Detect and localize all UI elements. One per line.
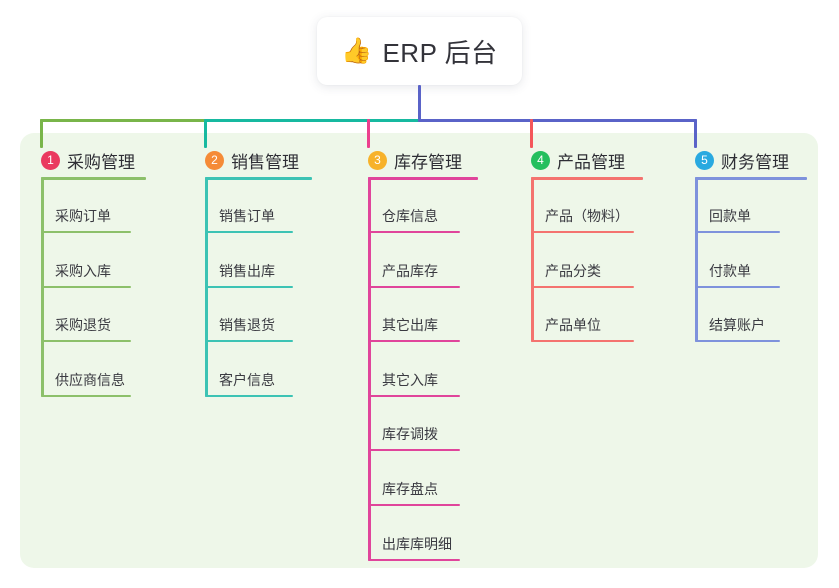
thumbs-up-icon: 👍 (341, 36, 373, 65)
branches-panel (20, 133, 818, 568)
leaf-item-rule (41, 285, 131, 288)
leaf-item-label: 付款单 (709, 262, 751, 279)
leaf-item[interactable]: 库存调拨 (368, 419, 490, 452)
leaf-item[interactable]: 销售出库 (205, 256, 323, 288)
leaf-item-rule (205, 394, 293, 397)
branch-header-2[interactable]: 2 销售管理 (205, 148, 299, 173)
leaf-item-label: 产品分类 (545, 262, 601, 279)
leaf-item-label: 采购退货 (55, 317, 111, 334)
root-node-title: ERP 后台 (382, 37, 498, 68)
leaf-item-label: 其它入库 (382, 371, 438, 388)
branch-title: 采购管理 (67, 153, 135, 172)
leaf-item-rule (41, 231, 131, 233)
leaf-item[interactable]: 供应商信息 (41, 365, 161, 397)
leaf-item-rule (531, 231, 634, 233)
leaf-item-label: 结算账户 (709, 317, 765, 334)
leaf-item-rule (368, 231, 460, 233)
connector-segment-teal (204, 119, 419, 122)
leaf-item[interactable]: 仓库信息 (368, 201, 490, 233)
branch-number-badge: 4 (531, 151, 550, 170)
leaf-item-rule (531, 340, 634, 343)
connector-drop-1 (40, 119, 43, 148)
leaf-item[interactable]: 采购订单 (41, 201, 161, 233)
leaf-item-label: 仓库信息 (382, 208, 438, 224)
leaf-item-label: 采购入库 (55, 262, 111, 279)
leaf-item-rule (368, 558, 460, 561)
leaf-item[interactable]: 结算账户 (695, 310, 810, 343)
root-node-card[interactable]: 👍 ERP 后台 (317, 17, 522, 85)
branch-title: 库存管理 (394, 153, 462, 172)
leaf-item-rule (368, 504, 460, 506)
leaf-item-rule (695, 285, 780, 288)
leaf-item[interactable]: 产品单位 (531, 310, 664, 343)
leaf-item-rule (531, 285, 634, 288)
branch-title: 销售管理 (231, 153, 299, 172)
leaf-item-label: 回款单 (709, 208, 751, 224)
leaf-item-label: 产品（物料） (545, 208, 629, 224)
leaf-item-label: 库存盘点 (382, 481, 438, 497)
branch-spine (531, 177, 534, 343)
leaf-item[interactable]: 销售退货 (205, 310, 323, 343)
leaf-item[interactable]: 产品（物料） (531, 201, 664, 233)
leaf-item-label: 客户信息 (219, 371, 275, 388)
leaf-item[interactable]: 付款单 (695, 256, 810, 288)
leaf-item-label: 库存调拨 (382, 426, 438, 443)
leaf-item[interactable]: 销售订单 (205, 201, 323, 233)
branch-number-badge: 1 (41, 151, 60, 170)
leaf-item[interactable]: 回款单 (695, 201, 810, 233)
branch-header-rule (695, 177, 807, 180)
branch-header-1[interactable]: 1 采购管理 (41, 148, 135, 173)
branch-spine (368, 177, 371, 561)
branch-number-badge: 2 (205, 151, 224, 170)
leaf-item-rule (368, 394, 460, 397)
branch-title: 财务管理 (721, 153, 789, 172)
leaf-item-label: 产品单位 (545, 317, 601, 334)
connector-segment-indigo (418, 119, 697, 122)
leaf-item-label: 其它出库 (382, 317, 438, 334)
leaf-item-label: 供应商信息 (55, 371, 125, 388)
connector-drop-5 (694, 119, 697, 148)
leaf-item[interactable]: 出库库明细 (368, 529, 490, 561)
branch-spine (695, 177, 698, 343)
leaf-item[interactable]: 其它入库 (368, 365, 490, 397)
leaf-item-rule (205, 285, 293, 288)
leaf-item[interactable]: 其它出库 (368, 310, 490, 343)
branch-header-rule (41, 177, 146, 180)
leaf-item-rule (368, 449, 460, 452)
root-stem-line (418, 85, 421, 122)
leaf-item-rule (205, 231, 293, 233)
leaf-item-rule (695, 231, 780, 233)
leaf-item-label: 销售订单 (219, 208, 275, 224)
connector-drop-4 (530, 119, 533, 148)
leaf-item[interactable]: 产品库存 (368, 256, 490, 288)
branch-number-badge: 3 (368, 151, 387, 170)
leaf-item-rule (41, 394, 131, 397)
leaf-item[interactable]: 产品分类 (531, 256, 664, 288)
leaf-item[interactable]: 客户信息 (205, 365, 323, 397)
leaf-item[interactable]: 库存盘点 (368, 474, 490, 506)
branch-header-rule (531, 177, 643, 180)
leaf-item-rule (205, 340, 293, 343)
leaf-item-label: 销售出库 (219, 262, 275, 279)
leaf-item[interactable]: 采购退货 (41, 310, 161, 343)
branch-number-badge: 5 (695, 151, 714, 170)
leaf-item-rule (368, 285, 460, 288)
connector-drop-2 (204, 119, 207, 148)
leaf-item-rule (695, 340, 780, 343)
branch-header-rule (205, 177, 312, 180)
leaf-item-rule (368, 340, 460, 343)
branch-header-rule (368, 177, 478, 180)
branch-header-5[interactable]: 5 财务管理 (695, 148, 789, 173)
branch-title: 产品管理 (557, 153, 625, 172)
branch-header-3[interactable]: 3 库存管理 (368, 148, 462, 173)
connector-segment-green (40, 119, 205, 122)
connector-drop-3 (367, 119, 370, 148)
leaf-item[interactable]: 采购入库 (41, 256, 161, 288)
branch-header-4[interactable]: 4 产品管理 (531, 148, 625, 173)
leaf-item-label: 采购订单 (55, 208, 111, 224)
leaf-item-label: 销售退货 (219, 317, 275, 334)
leaf-item-label: 出库库明细 (382, 535, 452, 552)
leaf-item-label: 产品库存 (382, 262, 438, 279)
leaf-item-rule (41, 340, 131, 343)
